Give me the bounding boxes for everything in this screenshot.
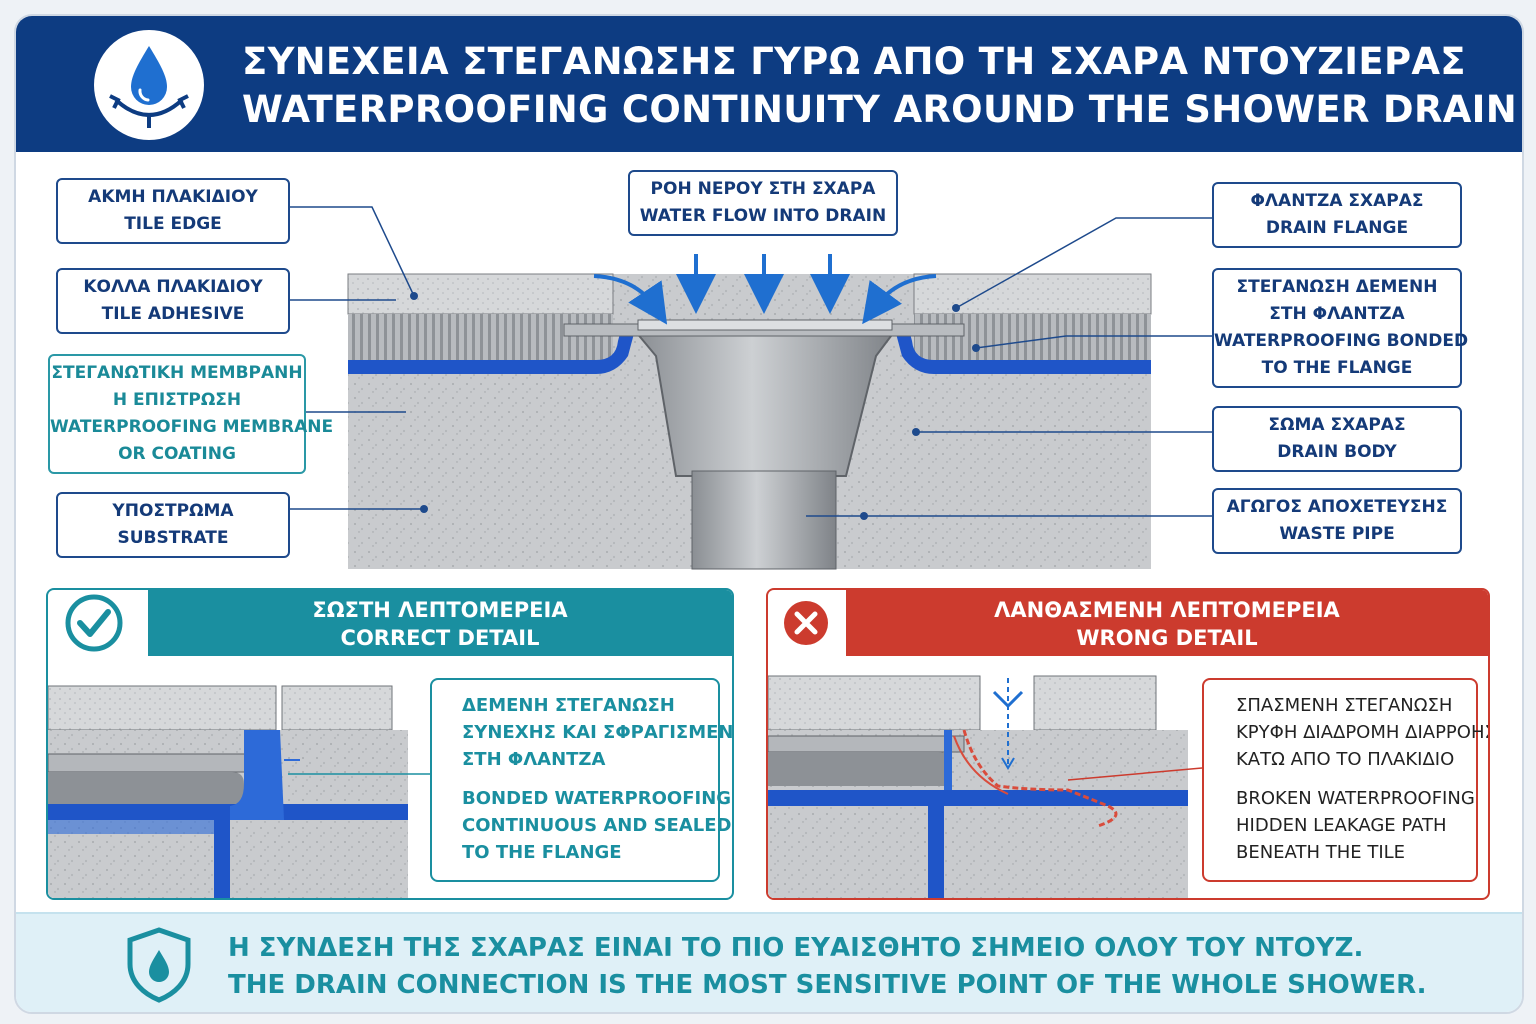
wrong-detail-title: ΛΑΝΘΑΣΜΕΝΗ ΛΕΠΤΟΜΕΡΕΙΑ WRONG DETAIL [846,596,1488,652]
label-text: ΥΠΟΣΤΡΩΜΑ [112,501,234,521]
shield-drop-icon [127,927,191,1003]
wrong-detail-header: ΛΑΝΘΑΣΜΕΝΗ ΛΕΠΤΟΜΕΡΕΙΑ WRONG DETAIL [768,590,1488,656]
note-text: ΣΥΝΕΧΗΣ ΚΑΙ ΣΦΡΑΓΙΣΜΕΝΗ [462,722,734,743]
note-text: TO THE FLANGE [462,842,622,863]
label-text: WATERPROOFING MEMBRANE [50,417,334,437]
water-flow-arrows [593,254,937,325]
drain-grate [637,319,893,331]
label-text: TILE EDGE [124,214,222,234]
label-text: OR COATING [118,444,236,464]
note-text: ΔΕΜΕΝΗ ΣΤΕΓΑΝΩΣΗ [462,695,675,716]
label-substrate: ΥΠΟΣΤΡΩΜΑ SUBSTRATE [56,492,290,558]
label-text: ΣΤΕΓΑΝΩΤΙΚΗ ΜΕΜΒΡΑΝΗ [51,363,303,383]
label-water-flow: ΡΟΗ ΝΕΡΟΥ ΣΤΗ ΣΧΑΡΑ WATER FLOW INTO DRAI… [628,170,898,236]
label-text: ΡΟΗ ΝΕΡΟΥ ΣΤΗ ΣΧΑΡΑ [650,179,876,199]
infographic: ΣΥΝΕΧΕΙΑ ΣΤΕΓΑΝΩΣΗΣ ΓΥΡΩ ΑΠΟ ΤΗ ΣΧΑΡΑ ΝΤ… [14,14,1524,1014]
waste-pipe [691,470,837,570]
water-drop-icon [109,46,189,128]
check-icon [65,594,123,652]
footer-text-en: THE DRAIN CONNECTION IS THE MOST SENSITI… [228,970,1427,1000]
cross-icon [784,601,828,645]
header-banner: ΣΥΝΕΧΕΙΑ ΣΤΕΓΑΝΩΣΗΣ ΓΥΡΩ ΑΠΟ ΤΗ ΣΧΑΡΑ ΝΤ… [16,16,1522,152]
label-text: TILE ADHESIVE [101,304,245,324]
label-text: ΦΛΑΝΤΖΑ ΣΧΑΡΑΣ [1250,191,1424,211]
label-text: SUBSTRATE [117,528,229,548]
note-text: ΣΠΑΣΜΕΝΗ ΣΤΕΓΑΝΩΣΗ [1236,695,1453,716]
note-text: BROKEN WATERPROOFING [1236,788,1475,809]
title-greek: ΣΥΝΕΧΕΙΑ ΣΤΕΓΑΝΩΣΗΣ ΓΥΡΩ ΑΠΟ ΤΗ ΣΧΑΡΑ ΝΤ… [242,40,1466,83]
title-english: WATERPROOFING CONTINUITY AROUND THE SHOW… [242,88,1518,131]
label-text: ΑΚΜΗ ΠΛΑΚΙΔΙΟΥ [88,187,258,207]
right-tile [913,273,1152,315]
note-text: BENEATH THE TILE [1236,842,1406,863]
note-text: ΚΡΥΦΗ ΔΙΑΔΡΟΜΗ ΔΙΑΡΡΟΗΣ [1236,722,1490,743]
correct-detail-note: ΔΕΜΕΝΗ ΣΤΕΓΑΝΩΣΗ ΣΥΝΕΧΗΣ ΚΑΙ ΣΦΡΑΓΙΣΜΕΝΗ… [430,678,734,882]
wrong-leader [1067,767,1203,781]
label-text: Η ΕΠΙΣΤΡΩΣΗ [112,390,242,410]
wrong-title-en: WRONG DETAIL [1076,626,1258,650]
correct-detail-title: ΣΩΣΤΗ ΛΕΠΤΟΜΕΡΕΙΑ CORRECT DETAIL [148,596,732,652]
label-tile-edge: ΑΚΜΗ ΠΛΑΚΙΔΙΟΥ TILE EDGE [56,178,290,244]
left-adhesive [348,314,613,360]
right-membrane [894,326,1151,374]
note-text: CONTINUOUS AND SEALED [462,815,732,836]
label-text: ΣΩΜΑ ΣΧΑΡΑΣ [1268,415,1406,435]
label-text: ΣΤΗ ΦΛΑΝΤΖΑ [1269,304,1405,324]
note-text: ΣΤΗ ΦΛΑΝΤΖΑ [462,749,606,770]
label-text: WATER FLOW INTO DRAIN [639,206,887,226]
label-text: WASTE PIPE [1279,524,1395,544]
label-text: DRAIN FLANGE [1265,218,1409,238]
label-text: ΚΟΛΛΑ ΠΛΑΚΙΔΙΟΥ [83,277,263,297]
label-drain-body: ΣΩΜΑ ΣΧΑΡΑΣ DRAIN BODY [1212,406,1462,472]
label-membrane: ΣΤΕΓΑΝΩΤΙΚΗ ΜΕΜΒΡΑΝΗ Η ΕΠΙΣΤΡΩΣΗ WATERPR… [48,354,334,474]
wrong-detail-panel: ΛΑΝΘΑΣΜΕΝΗ ΛΕΠΤΟΜΕΡΕΙΑ WRONG DETAIL ΣΠΑΣ… [766,588,1490,900]
note-text: HIDDEN LEAKAGE PATH [1236,815,1447,836]
label-text: WATERPROOFING BONDED [1214,331,1469,351]
correct-title-en: CORRECT DETAIL [340,626,540,650]
note-text: ΚΑΤΩ ΑΠΟ ΤΟ ΠΛΑΚΙΔΙΟ [1236,749,1455,770]
left-membrane [348,326,636,374]
label-text: ΑΓΩΓΟΣ ΑΠΟΧΕΤΕΥΣΗΣ [1226,497,1448,517]
leader-lines [290,206,1212,517]
right-adhesive [914,314,1151,360]
label-text: DRAIN BODY [1277,442,1397,462]
wrong-title-gr: ΛΑΝΘΑΣΜΕΝΗ ΛΕΠΤΟΜΕΡΕΙΑ [994,598,1340,622]
drain-cross-section [290,206,1212,570]
label-waterproofing-bonded: ΣΤΕΓΑΝΩΣΗ ΔΕΜΕΝΗ ΣΤΗ ΦΛΑΝΤΖΑ WATERPROOFI… [1212,268,1469,388]
label-waste-pipe: ΑΓΩΓΟΣ ΑΠΟΧΕΤΕΥΣΗΣ WASTE PIPE [1212,488,1462,554]
label-text: ΣΤΕΓΑΝΩΣΗ ΔΕΜΕΝΗ [1236,277,1438,297]
logo-badge [94,30,204,140]
label-tile-adhesive: ΚΟΛΛΑ ΠΛΑΚΙΔΙΟΥ TILE ADHESIVE [56,268,290,334]
leader-dots [410,292,980,520]
footer-text-gr: Η ΣΥΝΔΕΣΗ ΤΗΣ ΣΧΑΡΑΣ ΕΙΝΑΙ ΤΟ ΠΙΟ ΕΥΑΙΣΘ… [228,933,1364,963]
correct-detail-header: ΣΩΣΤΗ ΛΕΠΤΟΜΕΡΕΙΑ CORRECT DETAIL [48,590,732,656]
check-badge [48,590,148,656]
correct-detail-panel: ΣΩΣΤΗ ΛΕΠΤΟΜΕΡΕΙΑ CORRECT DETAIL ΔΕΜΕΝΗ … [46,588,734,900]
wrong-detail-drawing [768,656,1188,898]
label-drain-flange: ΦΛΑΝΤΖΑ ΣΧΑΡΑΣ DRAIN FLANGE [1212,182,1462,248]
correct-detail-drawing [48,656,408,898]
footer-message: Η ΣΥΝΔΕΣΗ ΤΗΣ ΣΧΑΡΑΣ ΕΙΝΑΙ ΤΟ ΠΙΟ ΕΥΑΙΣΘ… [228,930,1427,1004]
wrong-detail-note: ΣΠΑΣΜΕΝΗ ΣΤΕΓΑΝΩΣΗ ΚΡΥΦΗ ΔΙΑΔΡΟΜΗ ΔΙΑΡΡΟ… [1202,678,1490,882]
correct-leader [288,773,430,775]
label-text: TO THE FLANGE [1261,358,1413,378]
correct-title-gr: ΣΩΣΤΗ ΛΕΠΤΟΜΕΡΕΙΑ [312,598,568,622]
left-tile [347,273,614,315]
note-text: BONDED WATERPROOFING [462,788,732,809]
cross-badge [768,590,846,656]
footer-banner: Η ΣΥΝΔΕΣΗ ΤΗΣ ΣΧΑΡΑΣ ΕΙΝΑΙ ΤΟ ΠΙΟ ΕΥΑΙΣΘ… [16,912,1522,1012]
